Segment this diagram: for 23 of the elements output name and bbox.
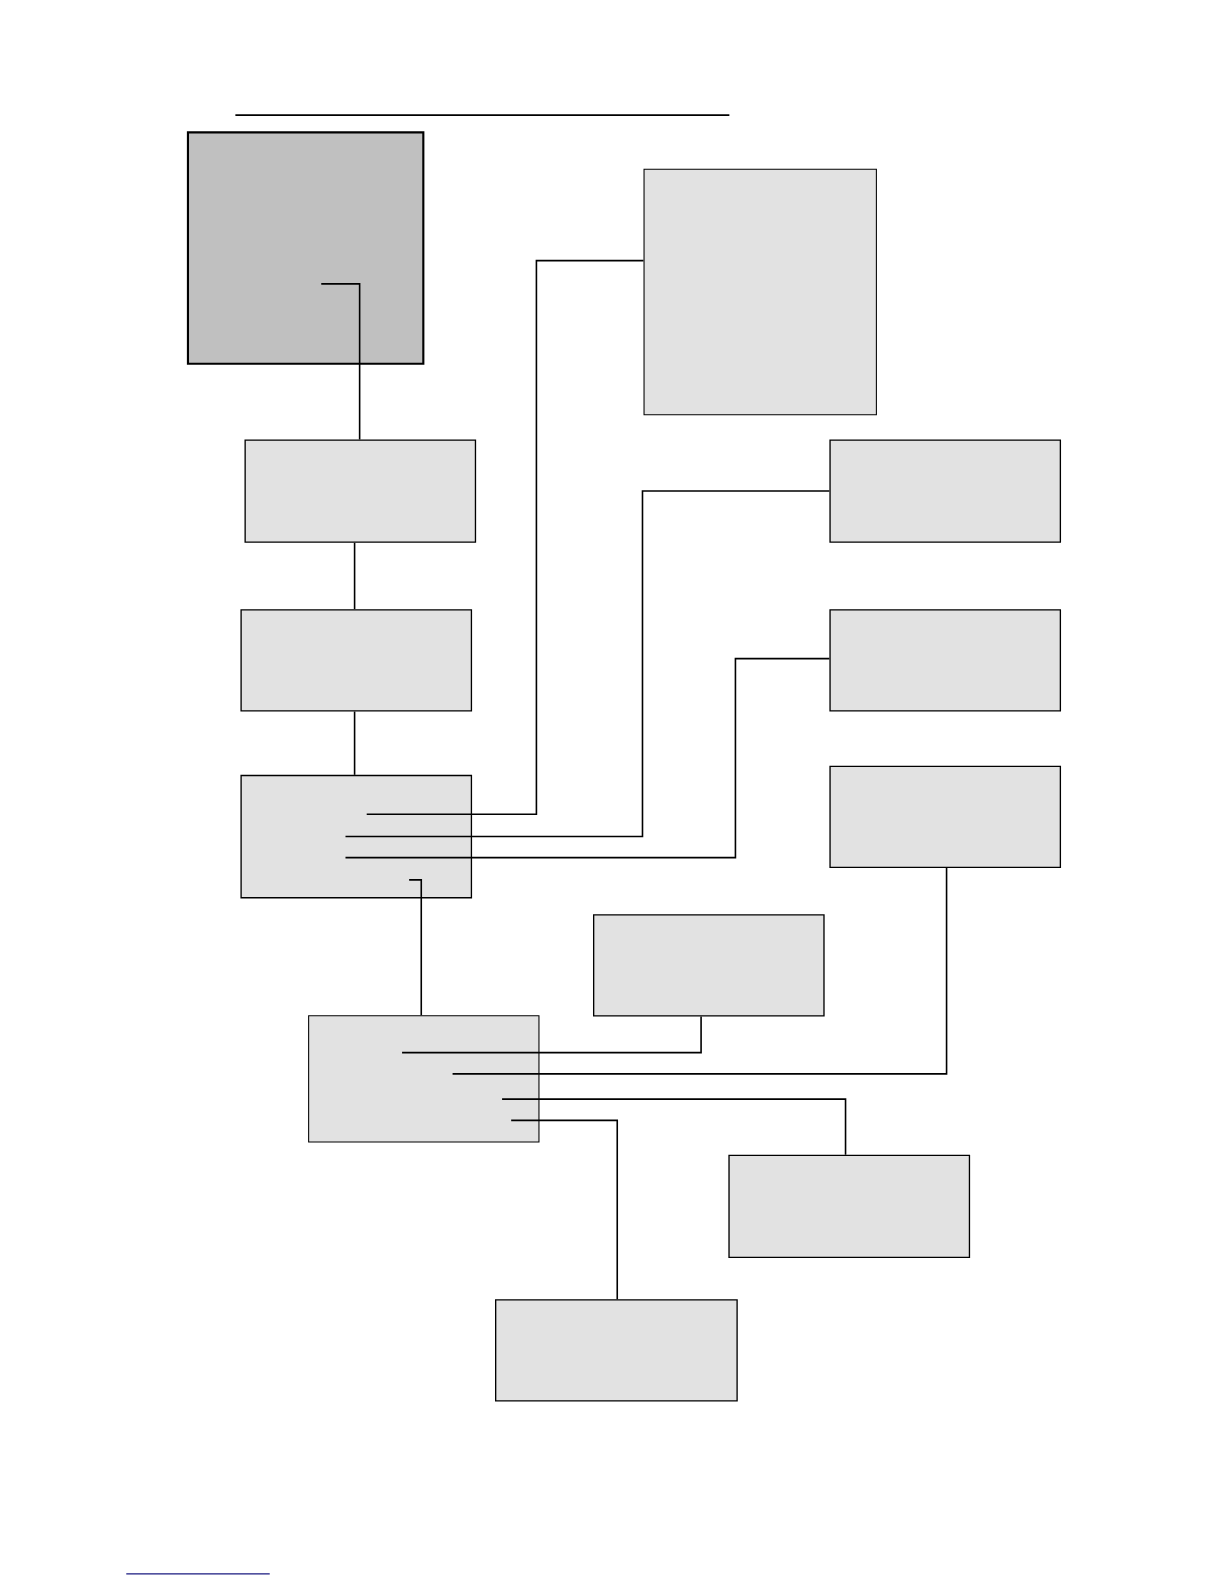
box [829, 765, 1061, 869]
box [307, 1015, 540, 1143]
connector-line [365, 259, 645, 816]
connector-line [408, 879, 422, 1017]
box [592, 914, 825, 1017]
connector-line [320, 283, 361, 441]
connector-line [344, 657, 830, 859]
connector-line [510, 1119, 618, 1300]
box [186, 131, 425, 365]
box [244, 439, 476, 543]
connector-line [344, 490, 830, 838]
connector-line [501, 1098, 847, 1156]
connector-line [353, 710, 356, 776]
connector-line [401, 1015, 702, 1054]
box [240, 609, 472, 712]
box [829, 439, 1061, 543]
box [494, 1299, 738, 1402]
box [643, 168, 877, 416]
box [829, 609, 1061, 712]
box [728, 1154, 970, 1259]
connector-line [353, 542, 356, 610]
connector-line [451, 867, 948, 1075]
box [240, 774, 472, 899]
